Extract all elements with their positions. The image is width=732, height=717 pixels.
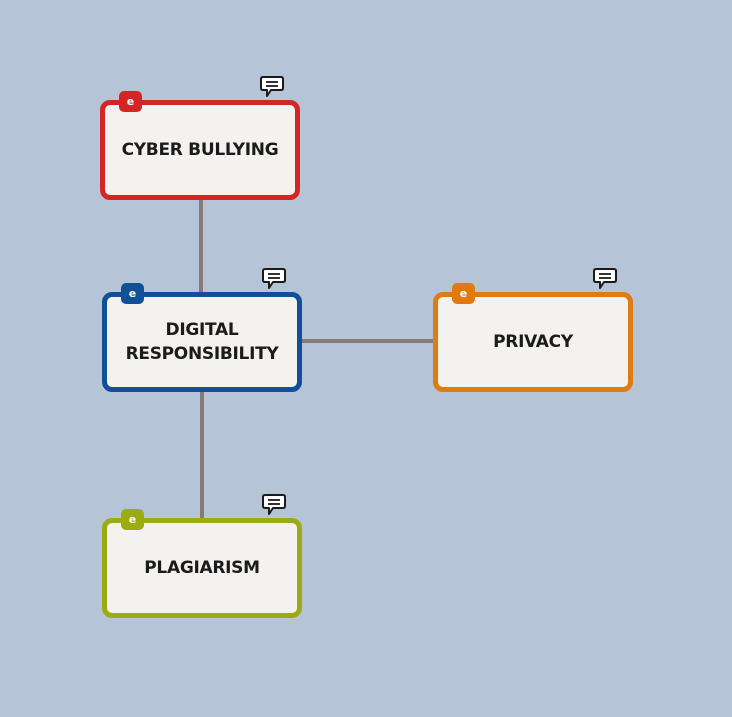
- speech-bubble-icon[interactable]: [261, 267, 287, 291]
- node-label: DIGITAL RESPONSIBILITY: [118, 318, 287, 366]
- node-digital-responsibility[interactable]: e DIGITAL RESPONSIBILITY: [102, 268, 302, 392]
- node-cyber-bullying[interactable]: e CYBER BULLYING: [100, 76, 300, 200]
- node-label-line-2: RESPONSIBILITY: [125, 344, 279, 364]
- edit-badge[interactable]: e: [452, 283, 475, 304]
- node-label: PRIVACY: [493, 332, 573, 352]
- node-label: PLAGIARISM: [144, 558, 260, 578]
- speech-bubble-icon[interactable]: [592, 267, 618, 291]
- node-privacy[interactable]: e PRIVACY: [433, 268, 633, 392]
- edit-badge[interactable]: e: [121, 509, 144, 530]
- edit-badge[interactable]: e: [119, 91, 142, 112]
- edit-badge[interactable]: e: [121, 283, 144, 304]
- speech-bubble-icon[interactable]: [259, 75, 285, 99]
- node-plagiarism[interactable]: e PLAGIARISM: [102, 494, 302, 618]
- speech-bubble-icon[interactable]: [261, 493, 287, 517]
- node-label-line-1: DIGITAL: [165, 320, 239, 340]
- node-label: CYBER BULLYING: [121, 140, 279, 160]
